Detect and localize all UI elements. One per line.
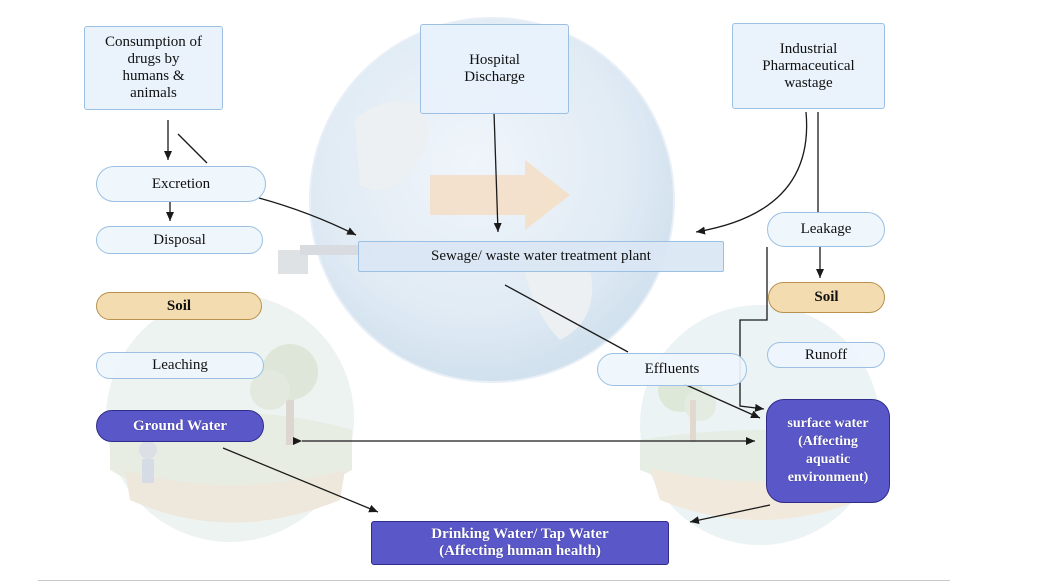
bottom-rule (38, 580, 950, 581)
disposal-node: Disposal (96, 226, 263, 254)
effluents-node: Effluents (597, 353, 747, 386)
drinking-water-node: Drinking Water/ Tap Water (Affecting hum… (371, 521, 669, 565)
runoff-node: Runoff (767, 342, 885, 368)
excretion-node: Excretion (96, 166, 266, 202)
leaching-node: Leaching (96, 352, 264, 379)
soil-right-node: Soil (768, 282, 885, 313)
leakage-node: Leakage (767, 212, 885, 247)
ground-water-node: Ground Water (96, 410, 264, 442)
surface-water-node: surface water (Affecting aquatic environ… (766, 399, 890, 503)
connector-lines (164, 111, 824, 525)
treatment-plant-box: Sewage/ waste water treatment plant (358, 241, 724, 272)
industrial-wastage-box: Industrial Pharmaceutical wastage (732, 23, 885, 109)
hospital-discharge-box: Hospital Discharge (420, 24, 569, 114)
consumption-of-drugs-box: Consumption of drugs by humans & animals (84, 26, 223, 110)
soil-left-node: Soil (96, 292, 262, 320)
